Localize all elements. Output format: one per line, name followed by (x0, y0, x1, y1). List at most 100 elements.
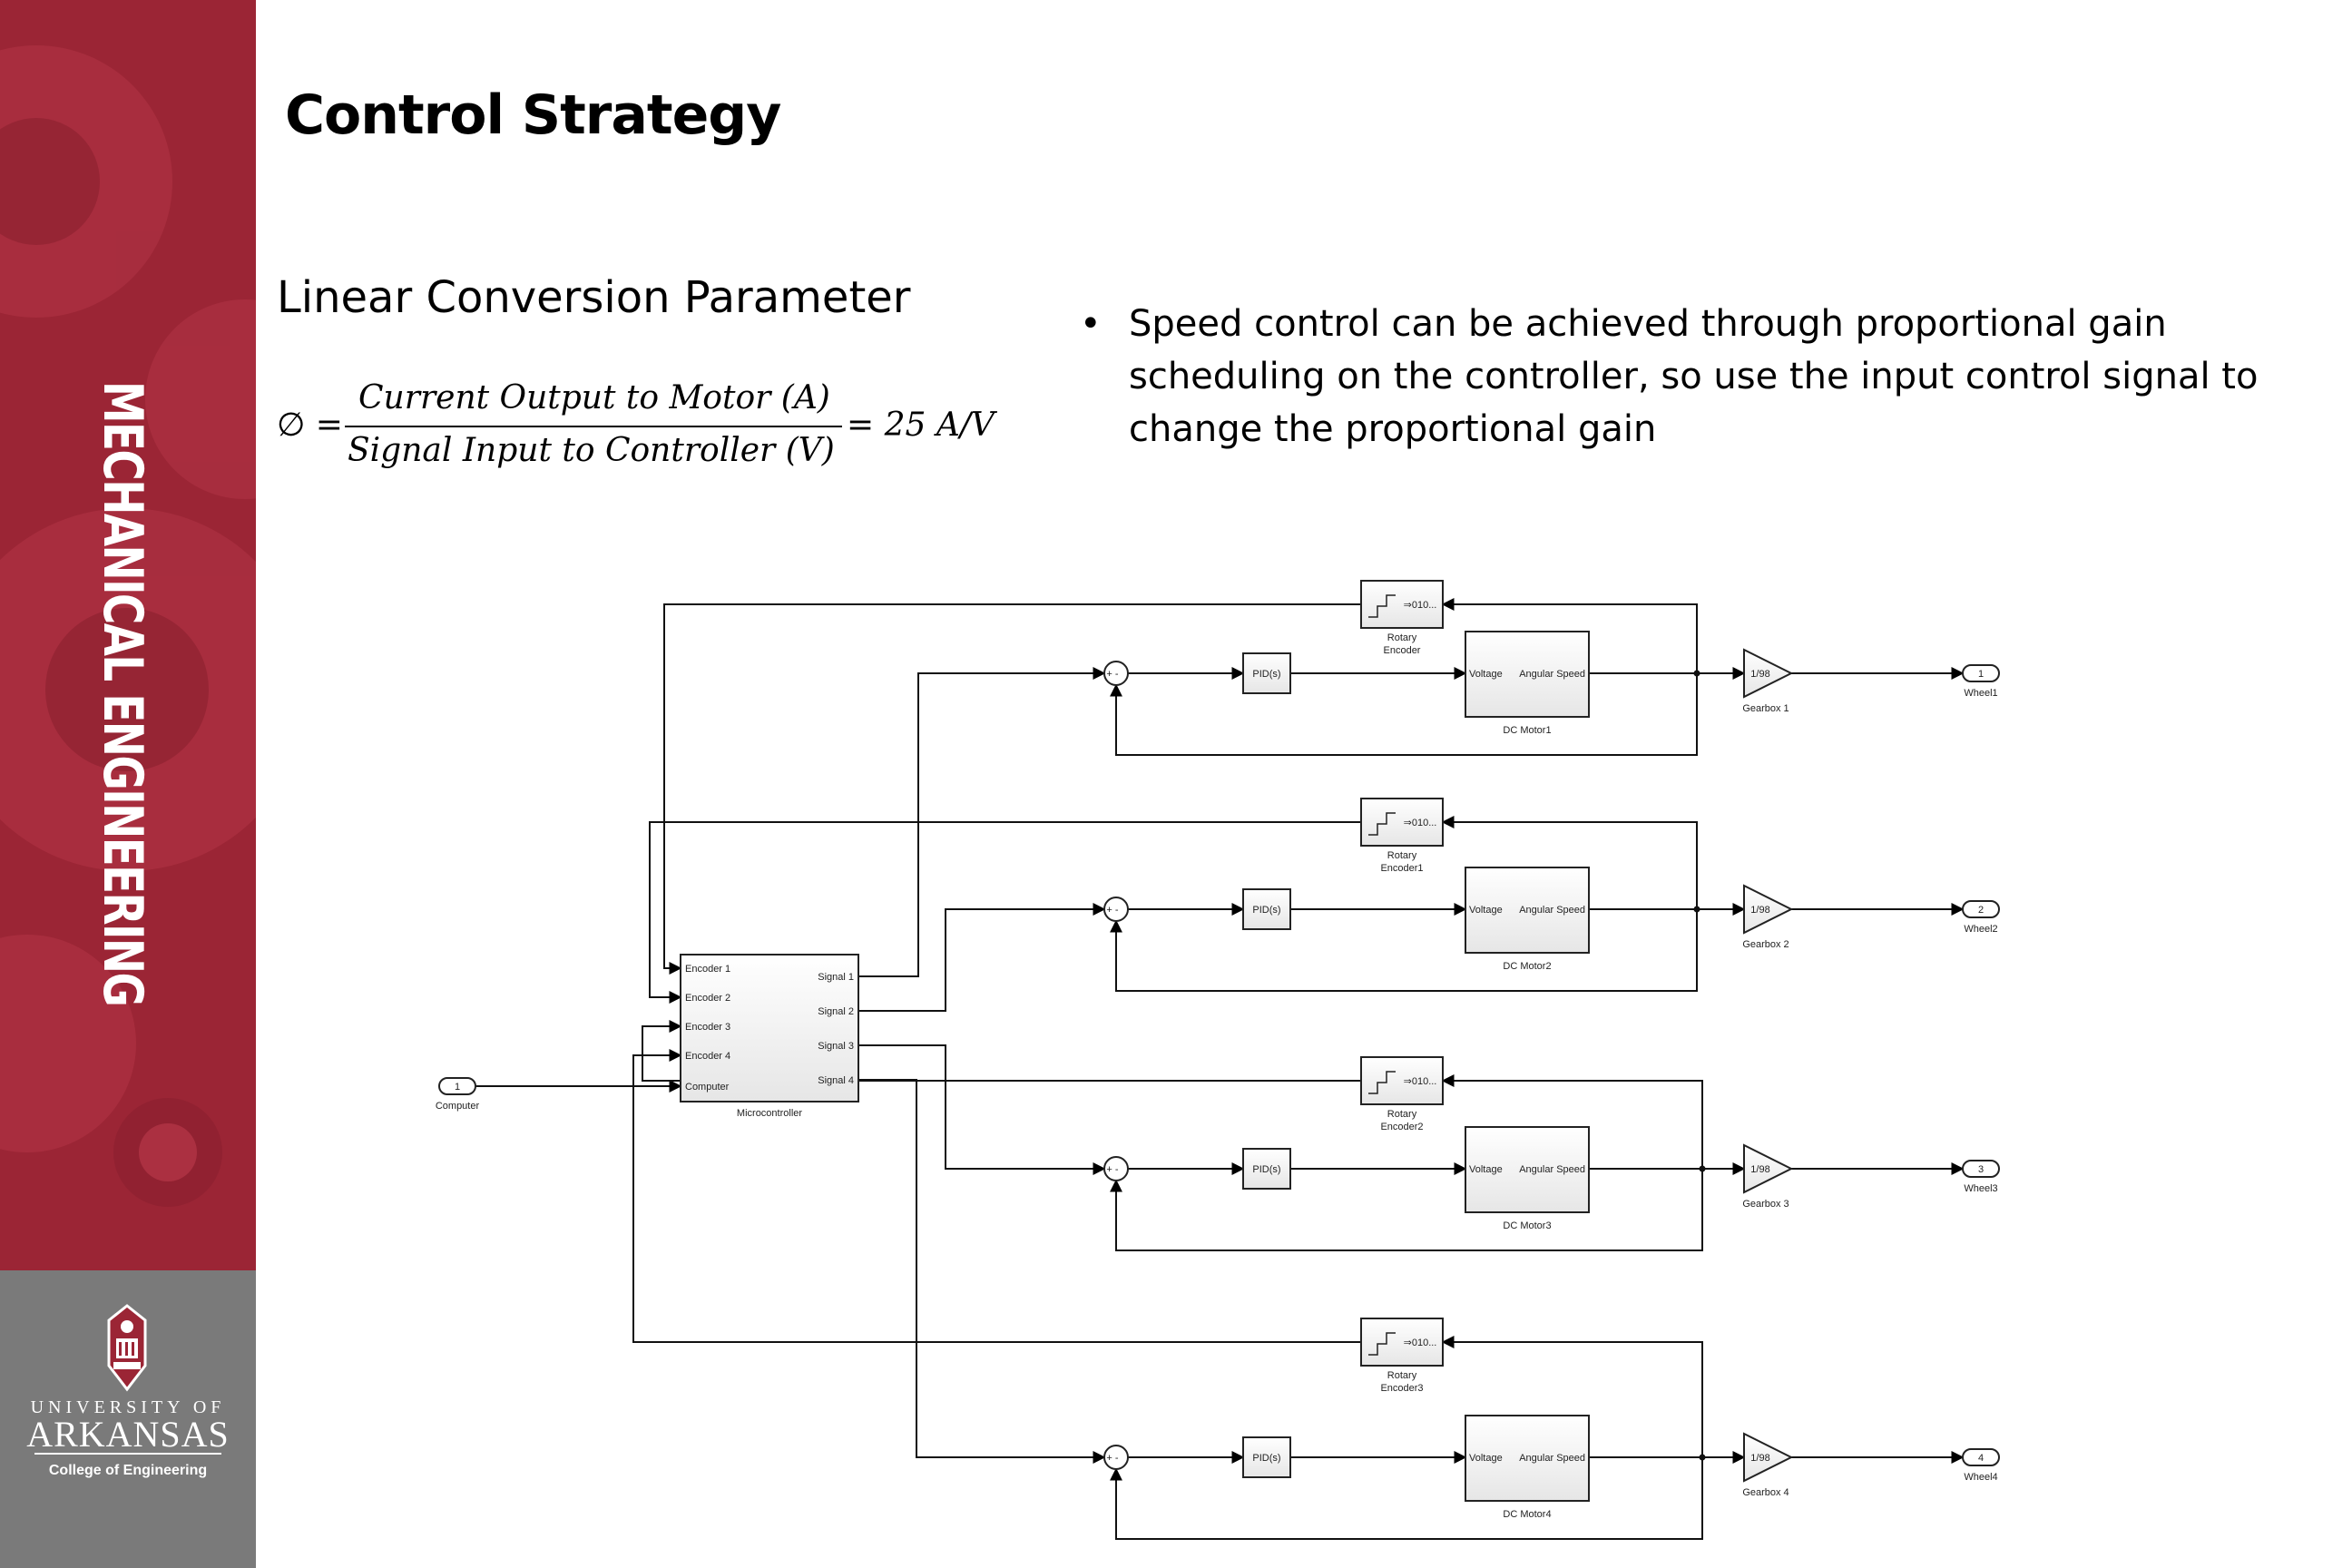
sum-signs: + - (1106, 1164, 1118, 1175)
rotary-encoder-block (1360, 1318, 1444, 1367)
pid-block (1242, 1148, 1291, 1190)
encoder-glyph: ⇒010... (1404, 1338, 1437, 1348)
formula-numerator: Current Output to Motor (A) (358, 379, 830, 416)
encoder-name: Rotary (1387, 850, 1417, 861)
gearbox-label: Gearbox 2 (1742, 939, 1788, 950)
gear-pattern-decoration (0, 45, 256, 1207)
dc-motor-block (1465, 867, 1590, 954)
motor-input-label: Voltage (1469, 1164, 1503, 1175)
encoder-input-wire (1441, 598, 1698, 673)
controller-signal-wire (858, 1044, 1106, 1175)
port-label: Wheel1 (1964, 688, 1997, 699)
formula-denominator: Signal Input to Controller (V) (348, 432, 835, 469)
dc-motor-block (1465, 631, 1590, 718)
gain-value: 1/98 (1750, 1453, 1769, 1464)
pid-label: PID(s) (1252, 1453, 1280, 1464)
sum-signs: + - (1106, 1453, 1118, 1464)
encoder-glyph: ⇒010... (1404, 818, 1437, 828)
motor-input-label: Voltage (1469, 1453, 1503, 1464)
encoder-to-controller-wire (642, 1020, 1361, 1082)
motor-label: DC Motor1 (1503, 725, 1551, 736)
motor-label: DC Motor2 (1503, 961, 1551, 972)
speed-feedback-wire (1110, 1169, 1703, 1251)
step-icon (1368, 812, 1396, 836)
port-number: 1 (1978, 669, 1984, 680)
branch-point (1693, 670, 1700, 677)
motor-label: DC Motor3 (1503, 1220, 1551, 1231)
port-number: 4 (1978, 1453, 1984, 1464)
sidebar: MECHANICAL ENGINEERING UNIVERSITY OF ARK… (0, 0, 256, 1568)
encoder-name: Rotary (1387, 632, 1417, 643)
port-number: 3 (1978, 1164, 1984, 1175)
gain-value: 1/98 (1750, 1164, 1769, 1175)
port-label: Wheel3 (1964, 1183, 1997, 1194)
university-seal-icon (107, 1304, 147, 1392)
section-heading: Linear Conversion Parameter (277, 272, 911, 323)
gain-value: 1/98 (1750, 669, 1769, 680)
formula-result: = 25 A/V (847, 407, 995, 444)
port-oval (1962, 1160, 2000, 1178)
gain-value: 1/98 (1750, 905, 1769, 916)
college-name: College of Engineering (48, 1463, 208, 1478)
gearbox-gain-block (1743, 648, 1794, 699)
motor-input-label: Voltage (1469, 905, 1503, 916)
pid-block (1242, 888, 1291, 930)
encoder-name-sub: Encoder (1384, 645, 1421, 656)
motor-output-label: Angular Speed (1519, 905, 1585, 916)
gearbox-label: Gearbox 4 (1742, 1487, 1788, 1498)
sum-block (1103, 1156, 1129, 1181)
encoder-to-controller-wire (632, 1049, 1361, 1343)
microcontroller-output-label: Signal 2 (818, 1006, 854, 1017)
microcontroller-input-label: Encoder 1 (685, 964, 730, 975)
slide-title: Control Strategy (285, 83, 781, 147)
microcontroller-output-label: Signal 1 (818, 972, 854, 983)
motor-output-label: Angular Speed (1519, 1164, 1585, 1175)
port-label: Computer (436, 1101, 480, 1112)
university-name-line2: ARKANSAS (26, 1414, 230, 1455)
conversion-formula: ∅ = Current Output to Motor (A) Signal I… (277, 372, 1003, 481)
step-icon (1368, 594, 1396, 618)
gearbox-gain-block (1743, 884, 1794, 935)
gearbox-label: Gearbox 3 (1742, 1199, 1788, 1210)
rotary-encoder-block (1360, 798, 1444, 847)
logo-divider (34, 1453, 221, 1455)
pid-label: PID(s) (1252, 905, 1280, 916)
microcontroller-input-label: Encoder 3 (685, 1022, 730, 1033)
rotary-encoder-block (1360, 580, 1444, 629)
port-oval (438, 1077, 476, 1095)
speed-feedback-wire (1110, 1457, 1703, 1540)
bullet-text: Speed control can be achieved through pr… (1129, 303, 2259, 450)
fraction-bar (345, 426, 842, 427)
gearbox-label: Gearbox 1 (1742, 703, 1788, 714)
encoder-name-sub: Encoder2 (1380, 1122, 1423, 1132)
gearbox-gain-block (1743, 1143, 1794, 1194)
sum-block (1103, 897, 1129, 922)
motor-output-label: Angular Speed (1519, 669, 1585, 680)
dc-motor-block (1465, 1415, 1590, 1502)
port-number: 1 (455, 1082, 460, 1093)
branch-point (1693, 906, 1700, 913)
port-label: Wheel2 (1964, 924, 1997, 935)
port-oval (1962, 1448, 2000, 1466)
sum-block (1103, 661, 1129, 686)
motor-label: DC Motor4 (1503, 1509, 1551, 1520)
speed-feedback-wire (1110, 909, 1698, 992)
bullet-marker: • (1080, 303, 1102, 345)
microcontroller-input-label: Computer (685, 1082, 730, 1093)
port-label: Wheel4 (1964, 1472, 1997, 1483)
port-number: 2 (1978, 905, 1984, 916)
encoder-name-sub: Encoder3 (1380, 1383, 1423, 1394)
pid-label: PID(s) (1252, 1164, 1280, 1175)
encoder-name-sub: Encoder1 (1380, 863, 1423, 874)
university-logo-panel: UNIVERSITY OF ARKANSAS College of Engine… (0, 1270, 256, 1568)
encoder-input-wire (1441, 1336, 1703, 1457)
microcontroller-output-label: Signal 3 (818, 1041, 854, 1052)
